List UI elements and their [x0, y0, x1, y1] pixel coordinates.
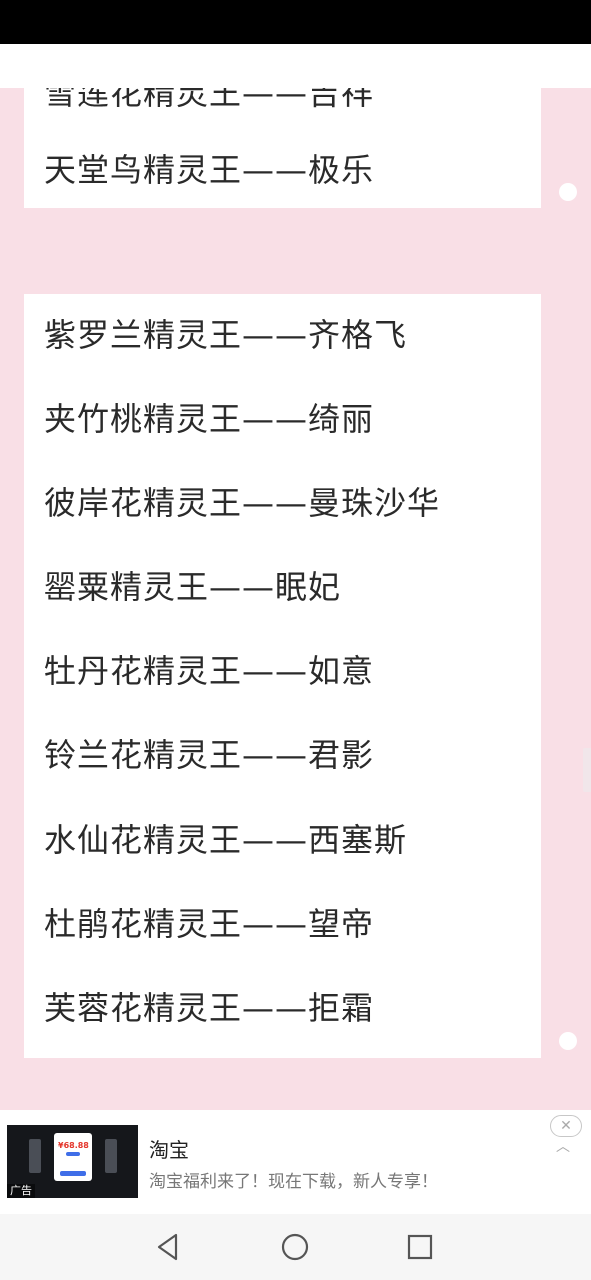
ad-description[interactable]: 淘宝福利来了！现在下载，新人专享！: [149, 1172, 438, 1192]
text-line: 铃兰花精灵王——君影: [44, 736, 375, 774]
text-line: 芙蓉花精灵王——拒霜: [44, 989, 375, 1027]
ad-label: 广告: [7, 1184, 35, 1198]
edge-handle[interactable]: [583, 748, 591, 792]
article-content[interactable]: 雪莲花精灵王——吉祥 天堂鸟精灵王——极乐 紫罗兰精灵王——齐格飞 夹竹桃精灵王…: [0, 88, 591, 1110]
text-line: 彼岸花精灵王——曼珠沙华: [44, 484, 441, 522]
text-line: 天堂鸟精灵王——极乐: [44, 151, 375, 189]
thumb-price: ¥68.88: [58, 1141, 89, 1150]
text-card-2: 紫罗兰精灵王——齐格飞 夹竹桃精灵王——绮丽 彼岸花精灵王——曼珠沙华 罂粟精灵…: [24, 294, 541, 1058]
scroll-dot: [559, 183, 577, 201]
chevron-up-icon[interactable]: ︿: [556, 1139, 570, 1155]
thumb-button: [66, 1152, 80, 1156]
recent-apps-icon[interactable]: [403, 1230, 437, 1264]
thumb-phone-left: [29, 1139, 41, 1173]
text-line: 杜鹃花精灵王——望帝: [44, 905, 375, 943]
text-line: 牡丹花精灵王——如意: [44, 652, 375, 690]
text-line: 雪莲花精灵王——吉祥: [44, 88, 375, 112]
ad-banner[interactable]: ¥68.88 广告 淘宝 淘宝福利来了！现在下载，新人专享！ ✕ ︿: [0, 1110, 591, 1214]
thumb-phone-right: [105, 1139, 117, 1173]
ad-title[interactable]: 淘宝: [149, 1138, 189, 1162]
thumb-button: [60, 1171, 86, 1176]
top-header-strip: [0, 44, 591, 88]
text-card-1: 雪莲花精灵王——吉祥 天堂鸟精灵王——极乐: [24, 88, 541, 208]
text-line: 水仙花精灵王——西塞斯: [44, 821, 408, 859]
home-icon[interactable]: [278, 1230, 312, 1264]
thumb-coupon-card: ¥68.88: [54, 1133, 92, 1181]
status-bar: [0, 0, 591, 44]
text-line: 夹竹桃精灵王——绮丽: [44, 400, 375, 438]
navigation-bar: [0, 1214, 591, 1280]
ad-thumbnail[interactable]: ¥68.88 广告: [7, 1125, 138, 1198]
back-icon[interactable]: [152, 1230, 186, 1264]
text-line: 罂粟精灵王——眠妃: [44, 568, 342, 606]
close-icon[interactable]: ✕: [550, 1115, 582, 1137]
text-line: 紫罗兰精灵王——齐格飞: [44, 316, 408, 354]
scroll-dot: [559, 1032, 577, 1050]
